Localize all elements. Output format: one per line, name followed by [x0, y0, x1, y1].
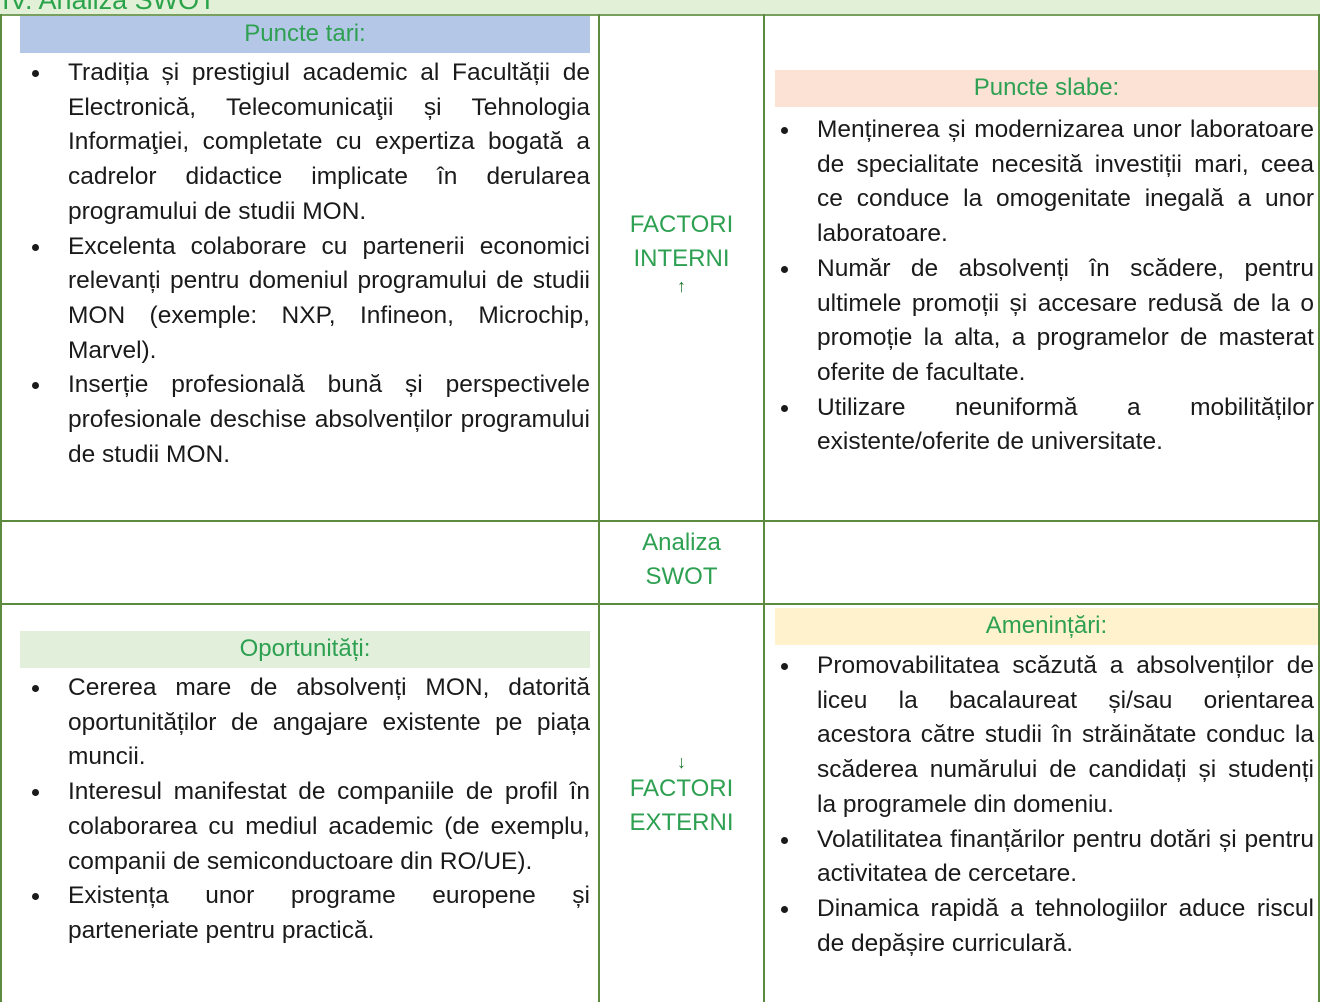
swot-center-label: Analiza SWOT [600, 526, 763, 594]
list-item: Excelenta colaborare cu partenerii econo… [20, 230, 590, 369]
arrow-up-icon: ↑ [677, 276, 686, 296]
list-item: Utilizare neuniformă a mobilităților exi… [769, 391, 1314, 460]
arrow-down-icon: ↓ [677, 752, 686, 772]
external-factors-label: ↓ FACTORI EXTERNI [600, 752, 763, 840]
list-item: Menținerea și modernizarea unor laborato… [769, 113, 1314, 252]
list-item: Dinamica rapidă a tehnologiilor aduce ri… [769, 892, 1314, 961]
strengths-list: Tradiția și prestigiul academic al Facul… [20, 56, 590, 472]
weaknesses-heading: Puncte slabe: [775, 70, 1318, 107]
internal-factors-label: FACTORI INTERNI ↑ [600, 208, 763, 296]
swot-label-line2: SWOT [645, 563, 718, 590]
opportunities-list: Cererea mare de absolvenți MON, datorită… [20, 671, 590, 949]
opportunities-heading: Oportunități: [20, 631, 590, 668]
strengths-heading: Puncte tari: [20, 16, 590, 53]
list-item: Interesul manifestat de companiile de pr… [20, 775, 590, 879]
threats-list: Promovabilitatea scăzută a absolvenților… [769, 649, 1314, 961]
table-divider-top [0, 520, 1320, 522]
table-divider-left [598, 14, 600, 1002]
list-item: Cererea mare de absolvenți MON, datorită… [20, 671, 590, 775]
external-factors-line2: EXTERNI [629, 809, 734, 836]
internal-factors-line2: INTERNI [633, 245, 730, 272]
list-item: Promovabilitatea scăzută a absolvenților… [769, 649, 1314, 823]
list-item: Inserție profesională bună și perspectiv… [20, 368, 590, 472]
opportunities-cell: Oportunități: Cererea mare de absolvenți… [2, 605, 598, 1002]
weaknesses-cell: Puncte slabe: Menținerea și modernizarea… [765, 16, 1318, 520]
list-item: Tradiția și prestigiul academic al Facul… [20, 56, 590, 230]
table-border-right [1318, 14, 1320, 1002]
section-title-bar: IV. Analiza SWOT [0, 0, 1320, 16]
strengths-cell: Puncte tari: Tradiția și prestigiul acad… [2, 16, 598, 520]
table-divider-bottom [0, 603, 1320, 605]
list-item: Volatilitatea finanțărilor pentru dotări… [769, 823, 1314, 892]
internal-factors-line1: FACTORI [629, 211, 734, 238]
weaknesses-list: Menținerea și modernizarea unor laborato… [769, 113, 1314, 460]
list-item: Număr de absolvenți în scădere, pentru u… [769, 252, 1314, 391]
list-item: Existența unor programe europene și part… [20, 879, 590, 948]
threats-heading: Amenințări: [775, 608, 1318, 645]
section-title: IV. Analiza SWOT [2, 0, 216, 15]
external-factors-line1: FACTORI [629, 775, 734, 802]
table-border-left [0, 14, 2, 1002]
threats-cell: Amenințări: Promovabilitatea scăzută a a… [765, 605, 1318, 1002]
table-divider-right [763, 14, 765, 1002]
swot-label-line1: Analiza [642, 529, 721, 556]
